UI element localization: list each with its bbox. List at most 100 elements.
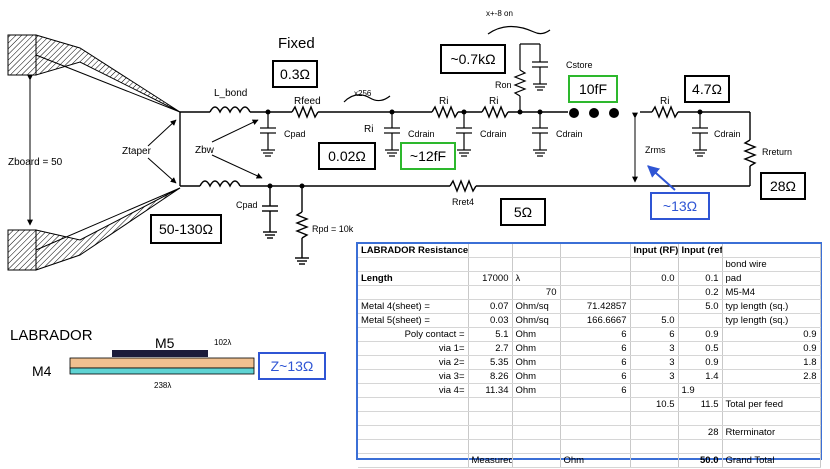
table-cell: via 3= bbox=[358, 369, 469, 384]
table-cell bbox=[630, 383, 679, 398]
table-cell: 0.07 bbox=[468, 299, 513, 314]
table-cell: 0.9 bbox=[678, 355, 723, 370]
cdrain-label-2: Cdrain bbox=[480, 129, 507, 139]
table-cell: Poly contact = bbox=[358, 327, 469, 342]
ri-label-4: Ri bbox=[660, 96, 669, 107]
rret4-label: Rret4 bbox=[452, 197, 474, 207]
table-cell bbox=[560, 439, 631, 454]
table-cell: Metal 5(sheet) = bbox=[358, 313, 469, 328]
ztaper-label: Ztaper bbox=[122, 146, 152, 157]
cstore-label: Cstore bbox=[566, 60, 593, 70]
table-row: bond wire bbox=[358, 257, 821, 272]
value-box-0.7kohm: ~0.7kΩ bbox=[440, 44, 506, 74]
table-cell bbox=[358, 453, 469, 468]
cdrain-label-3: Cdrain bbox=[556, 129, 583, 139]
stackup-bottom-width: 238λ bbox=[154, 381, 171, 390]
table-cell bbox=[468, 411, 513, 426]
value-box-z13ohm: Z~13Ω bbox=[258, 352, 326, 380]
rfeed-label: Rfeed bbox=[294, 96, 321, 107]
cpad-label-top: Cpad bbox=[284, 129, 306, 139]
table-cell bbox=[678, 411, 723, 426]
x256-label: x256 bbox=[354, 89, 372, 98]
table-cell: Rterminator bbox=[722, 425, 821, 440]
ellipsis-dot bbox=[589, 108, 599, 118]
table-cell: Input (ref) bbox=[678, 244, 723, 258]
lbond-label: L_bond bbox=[214, 88, 247, 99]
table-cell bbox=[630, 425, 679, 440]
table-cell bbox=[678, 257, 723, 272]
table-cell: via 1= bbox=[358, 341, 469, 356]
table-cell: 0.2 bbox=[678, 285, 723, 300]
table-cell: pad bbox=[722, 271, 821, 286]
x-on-label: x+-8 on bbox=[486, 9, 513, 18]
table-cell bbox=[468, 285, 513, 300]
table-cell: 10.5 bbox=[630, 397, 679, 412]
table-cell bbox=[560, 257, 631, 272]
table-cell: 1.9 bbox=[678, 383, 723, 398]
table-cell bbox=[722, 383, 821, 398]
table-cell bbox=[468, 257, 513, 272]
table-cell: 0.9 bbox=[722, 341, 821, 356]
table-cell bbox=[560, 425, 631, 440]
table-cell: 6 bbox=[560, 327, 631, 342]
table-cell bbox=[560, 244, 631, 258]
fixed-label: Fixed bbox=[278, 35, 315, 52]
table-cell: 17000 bbox=[468, 271, 513, 286]
table-cell bbox=[358, 285, 469, 300]
table-cell: typ length (sq.) bbox=[722, 313, 821, 328]
ri-label-3: Ri bbox=[489, 96, 498, 107]
table-cell: 8.26 bbox=[468, 369, 513, 384]
stackup-diagram: LABRADOR M5 102λ M4 238λ bbox=[10, 327, 255, 390]
table-cell bbox=[630, 299, 679, 314]
z13-pointer bbox=[647, 165, 676, 191]
resistance-estimate-table: LABRADOR Resistance Estimate Input (RF)In… bbox=[356, 242, 822, 468]
table-cell: 1.4 bbox=[678, 369, 723, 384]
table-cell: via 4= bbox=[358, 383, 469, 398]
table-cell bbox=[560, 411, 631, 426]
table-cell: Metal 4(sheet) = bbox=[358, 299, 469, 314]
table-cell bbox=[512, 453, 561, 468]
top-connector bbox=[7, 34, 181, 113]
table-cell: 5.0 bbox=[630, 313, 679, 328]
table-row bbox=[358, 411, 821, 426]
table-cell: Input (RF) bbox=[630, 244, 679, 258]
table-cell bbox=[358, 257, 469, 272]
table-cell bbox=[512, 425, 561, 440]
table-cell: 11.5 bbox=[678, 397, 723, 412]
ellipsis-dot bbox=[609, 108, 619, 118]
rpd-label: Rpd = 10k bbox=[312, 224, 354, 234]
table-cell bbox=[678, 439, 723, 454]
table-cell bbox=[722, 439, 821, 454]
table-cell: 11.34 bbox=[468, 383, 513, 398]
value-box-12ff: ~12fF bbox=[400, 142, 456, 170]
table-cell: Ohm bbox=[512, 327, 561, 342]
table-cell: Total per feed bbox=[722, 397, 821, 412]
table-cell bbox=[512, 244, 561, 258]
table-cell: 28 bbox=[678, 425, 723, 440]
table-cell: 3 bbox=[630, 355, 679, 370]
table-cell bbox=[630, 453, 679, 468]
value-box-50-130ohm: 50-130Ω bbox=[150, 214, 222, 244]
cdrain-label-1: Cdrain bbox=[408, 129, 435, 139]
table-cell: 5.0 bbox=[678, 299, 723, 314]
table-cell: typ length (sq.) bbox=[722, 299, 821, 314]
stackup-chip-label: LABRADOR bbox=[10, 327, 93, 344]
table-cell bbox=[468, 439, 513, 454]
table-cell: Ohm bbox=[512, 369, 561, 384]
table-cell: LABRADOR Resistance Estimate bbox=[358, 244, 469, 258]
table-cell: Ohm/sq bbox=[512, 313, 561, 328]
table-cell bbox=[560, 397, 631, 412]
table-cell: 0.03 bbox=[468, 313, 513, 328]
bottom-rail bbox=[180, 179, 750, 265]
table-cell: 0.5 bbox=[678, 341, 723, 356]
table-cell: 1.8 bbox=[722, 355, 821, 370]
table-cell: 0.9 bbox=[722, 327, 821, 342]
table-cell: 6 bbox=[630, 327, 679, 342]
